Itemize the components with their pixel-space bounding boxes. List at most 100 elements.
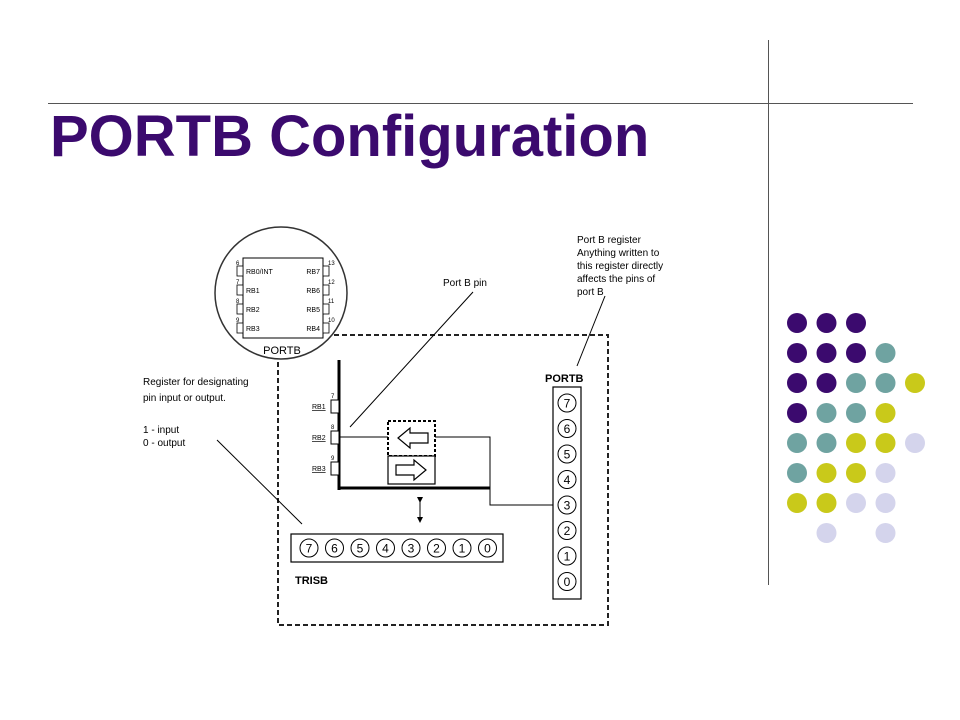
port-pin-name: RB1 bbox=[312, 404, 326, 411]
portb-bit-label: 4 bbox=[564, 473, 571, 487]
trisb-bit-cell bbox=[452, 538, 472, 558]
decor-dot bbox=[875, 403, 896, 423]
chip-pin-left bbox=[236, 303, 244, 315]
port-b-pin-label: Port B pin bbox=[443, 278, 487, 289]
trisb-bit-cell bbox=[350, 538, 370, 558]
trisb-bit-label: 7 bbox=[306, 542, 313, 556]
decor-dot bbox=[816, 493, 837, 513]
trisb-leader bbox=[216, 439, 303, 525]
portb-bit-cell bbox=[557, 546, 577, 566]
portb-register-label: PORTB bbox=[545, 373, 584, 385]
port-pin-number: 7 bbox=[331, 394, 335, 400]
decor-dot bbox=[846, 373, 866, 393]
title-rule-horizontal bbox=[48, 103, 913, 104]
decor-dot bbox=[846, 433, 866, 453]
portb-bit-cell bbox=[557, 572, 577, 591]
chip-pin-name: RB6 bbox=[306, 288, 320, 295]
portb-bit-label: 5 bbox=[564, 448, 571, 462]
port-b-register-note-line: affects the pins of bbox=[577, 274, 655, 285]
chip-pin-number: 10 bbox=[328, 318, 335, 324]
chip-pin-left bbox=[236, 265, 244, 277]
chip-label: PORTB bbox=[263, 345, 301, 357]
decor-dot bbox=[816, 463, 837, 483]
chip-pin-number: 6 bbox=[236, 261, 240, 267]
chip-pin-name: RB4 bbox=[306, 326, 320, 333]
decor-dot bbox=[875, 523, 896, 543]
decor-dot bbox=[846, 463, 866, 483]
port-pin-number: 9 bbox=[331, 456, 335, 462]
output-arrow-icon bbox=[395, 458, 427, 482]
portb-bit-label: 6 bbox=[564, 422, 571, 436]
chip-pin-name: RB5 bbox=[306, 307, 320, 314]
portb-bit-label: 1 bbox=[564, 550, 571, 564]
portb-bit-label: 2 bbox=[564, 524, 571, 538]
decor-dot bbox=[816, 313, 837, 333]
io-legend-line: 0 - output bbox=[143, 438, 185, 449]
trisb-bit-label: 3 bbox=[408, 542, 415, 556]
chip-pin-name: RB7 bbox=[306, 269, 320, 276]
trisb-register-label: TRISB bbox=[295, 575, 328, 587]
chip-pin-number: 11 bbox=[328, 299, 335, 305]
chip-pin-name: RB1 bbox=[246, 288, 260, 295]
port-module-box bbox=[277, 334, 609, 626]
decor-dot bbox=[875, 343, 896, 363]
decor-dot bbox=[875, 493, 896, 513]
decor-dot bbox=[816, 433, 837, 453]
chip-pin-number: 8 bbox=[236, 299, 240, 305]
decor-dot bbox=[816, 373, 837, 393]
trisb-bit-cell bbox=[325, 538, 344, 558]
trisb-bit-label: 1 bbox=[459, 542, 466, 556]
trisb-bit-cell bbox=[427, 538, 446, 558]
trisb-bit-label: 2 bbox=[433, 542, 440, 556]
portb-bit-cell bbox=[557, 495, 577, 515]
input-arrow-icon bbox=[397, 426, 429, 450]
decor-dot bbox=[787, 403, 807, 423]
chip-pin-number: 12 bbox=[328, 280, 335, 286]
port-b-register-leader bbox=[576, 295, 606, 367]
portb-bit-cell bbox=[557, 444, 577, 464]
chip-pin-name: RB0/INT bbox=[246, 269, 274, 276]
io-legend-line: 1 - input bbox=[143, 425, 179, 436]
decor-dot bbox=[875, 433, 896, 453]
trisb-bit-label: 0 bbox=[484, 542, 491, 556]
chip-pin-number: 9 bbox=[236, 318, 240, 324]
decor-dot bbox=[787, 493, 807, 513]
trisb-bit-label: 4 bbox=[382, 542, 389, 556]
decor-dot bbox=[787, 343, 807, 363]
trisb-bit-label: 6 bbox=[331, 542, 338, 556]
port-b-register-note-line: port B bbox=[577, 287, 604, 298]
portb-bit-label: 7 bbox=[564, 397, 571, 411]
trisb-description-line: Register for designating bbox=[143, 377, 249, 388]
chip-pin-right bbox=[322, 265, 330, 277]
decor-dot bbox=[787, 463, 807, 483]
port-pin bbox=[330, 399, 340, 414]
port-pin bbox=[330, 430, 340, 445]
slide-title: PORTB Configuration bbox=[50, 104, 650, 169]
port-pin-name: RB3 bbox=[312, 466, 326, 473]
decor-dot bbox=[846, 403, 866, 423]
chip-pin-name: RB2 bbox=[246, 307, 260, 314]
port-pin-name: RB2 bbox=[312, 435, 326, 442]
port-b-register-note-line: Port B register bbox=[577, 235, 642, 246]
chip-pin-left bbox=[236, 322, 244, 334]
io-legend: 1 - input 0 - output bbox=[143, 425, 185, 449]
decor-dot bbox=[816, 523, 837, 543]
decor-dot bbox=[846, 313, 866, 333]
decor-dot bbox=[846, 343, 866, 363]
port-pin-number: 8 bbox=[331, 425, 335, 431]
chip-pin-number: 7 bbox=[236, 280, 240, 286]
decor-dot bbox=[787, 433, 807, 453]
port-pin bbox=[330, 461, 340, 476]
buffer-to-portb-wire-top bbox=[435, 436, 553, 506]
portb-bit-cell bbox=[557, 521, 577, 540]
portb-bit-cell bbox=[557, 470, 577, 489]
portb-bit-label: 0 bbox=[564, 575, 571, 589]
title-rule-vertical bbox=[768, 40, 769, 585]
trisb-bit-cell bbox=[401, 538, 421, 558]
decor-dot bbox=[875, 463, 896, 483]
trisb-bit-cell bbox=[478, 538, 497, 558]
